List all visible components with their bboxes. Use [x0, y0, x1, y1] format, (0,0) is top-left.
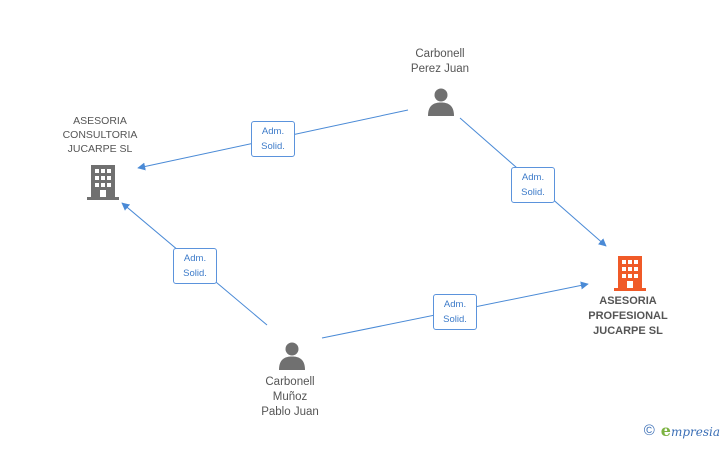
- person-icon[interactable]: [277, 340, 307, 370]
- node-label-carbonell-munoz[interactable]: Carbonell Muñoz Pablo Juan: [240, 375, 340, 420]
- node-label-line: ASESORIA: [73, 115, 127, 127]
- building-icon[interactable]: [614, 255, 646, 291]
- node-label-line: Carbonell: [415, 48, 465, 60]
- footer-watermark: © empresia: [644, 421, 720, 440]
- node-label-asesoria-profesional[interactable]: ASESORIA PROFESIONAL JUCARPE SL: [573, 294, 683, 339]
- edge-role: Adm.: [443, 299, 467, 310]
- node-label-line: ASESORIA: [599, 295, 657, 307]
- edge-role: Adm.: [521, 172, 545, 183]
- edge-role: Adm.: [183, 253, 207, 264]
- edge-label-perez-consultoria: Adm. Solid.: [251, 121, 295, 157]
- brand-logo-text: mpresia: [670, 425, 720, 439]
- person-icon[interactable]: [426, 86, 456, 116]
- building-icon[interactable]: [87, 164, 119, 200]
- node-label-line: Carbonell: [265, 376, 315, 388]
- edge-type: Solid.: [261, 141, 285, 152]
- node-label-line: JUCARPE SL: [593, 325, 663, 337]
- node-label-line: CONSULTORIA: [62, 129, 138, 141]
- node-label-line: Muñoz: [272, 391, 308, 403]
- brand-logo-e: e: [660, 421, 671, 440]
- edge-label-perez-profesional: Adm. Solid.: [511, 167, 555, 203]
- node-label-line: JUCARPE SL: [67, 143, 133, 155]
- edge-type: Solid.: [521, 187, 545, 198]
- copyright-symbol: ©: [643, 422, 655, 439]
- node-label-line: Pablo Juan: [261, 406, 319, 418]
- edge-type: Solid.: [443, 314, 467, 325]
- node-label-line: PROFESIONAL: [588, 310, 668, 322]
- edge-label-munoz-consultoria: Adm. Solid.: [173, 248, 217, 284]
- node-label-carbonell-perez[interactable]: Carbonell Perez Juan: [390, 47, 490, 77]
- edge-label-munoz-profesional: Adm. Solid.: [433, 294, 477, 330]
- node-label-asesoria-consultoria[interactable]: ASESORIA CONSULTORIA JUCARPE SL: [50, 114, 150, 156]
- node-label-line: Perez Juan: [410, 63, 470, 75]
- brand-logo: empresia: [661, 421, 720, 440]
- edge-type: Solid.: [183, 268, 207, 279]
- edge-role: Adm.: [261, 126, 285, 137]
